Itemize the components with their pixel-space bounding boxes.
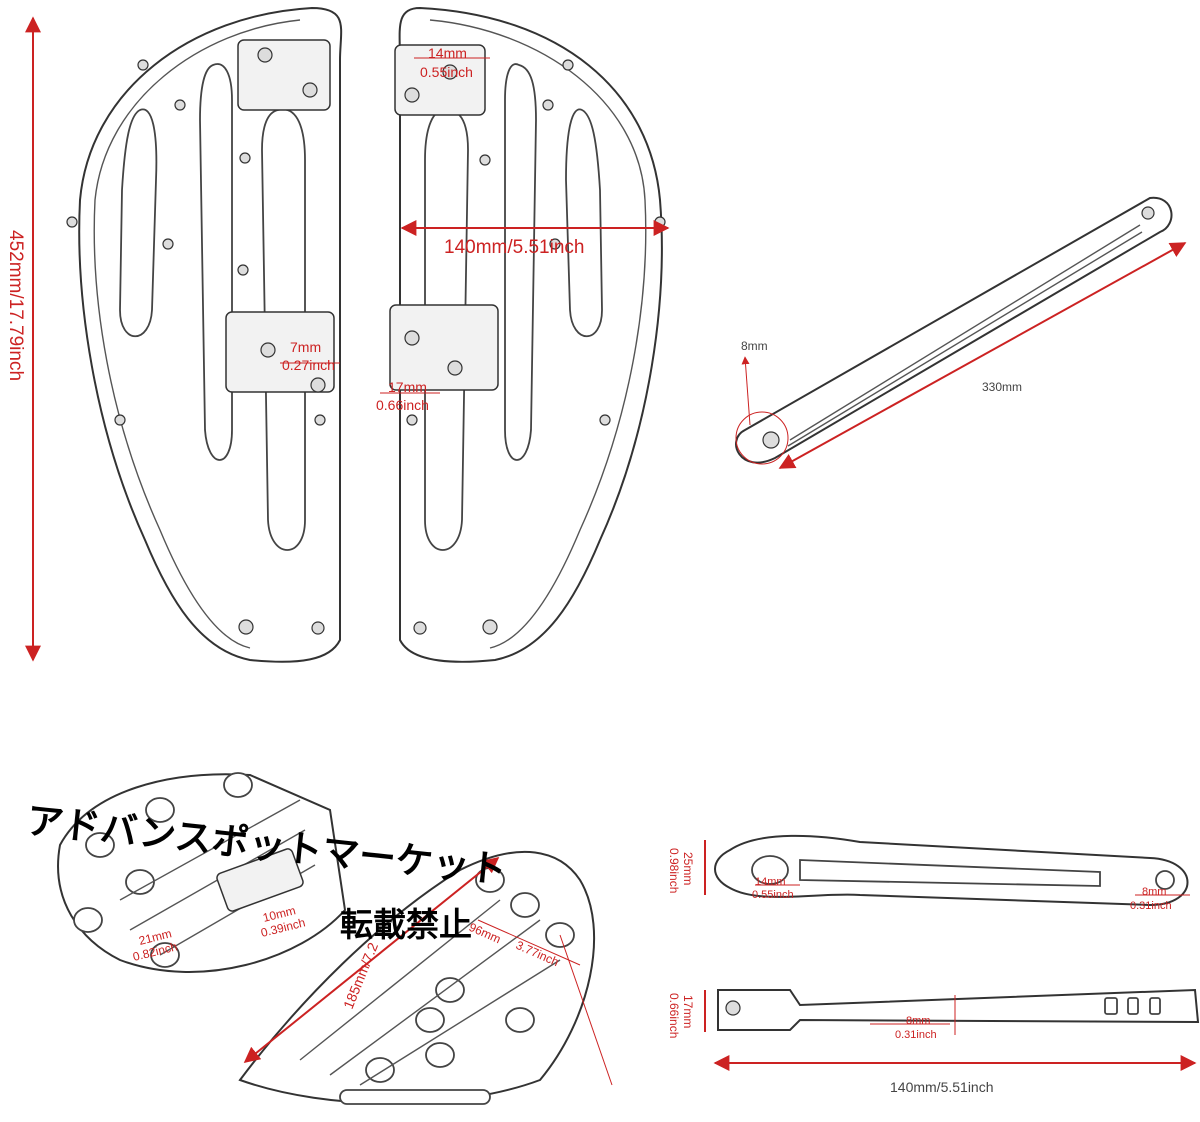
hinge-mid-right-inch: 0.66inch	[376, 397, 429, 413]
rod-hole-label: 8mm	[741, 339, 768, 353]
lever-height-bottom-inch: 0.66inch	[667, 993, 681, 1038]
width-label: 140mm/5.51inch	[444, 237, 584, 258]
lever-height-top-inch: 0.98inch	[667, 848, 681, 893]
lever-side-view	[717, 988, 1200, 1031]
lever-slot-inch: 0.31inch	[895, 1029, 937, 1041]
left-floorboard	[66, 6, 343, 663]
bottom-length-line	[243, 856, 500, 1064]
rod-length-line	[778, 242, 1187, 469]
hinge-top-mm: 14mm	[428, 45, 467, 61]
lever-height-bottom-mm: 17mm	[681, 995, 695, 1028]
lever-hole-left-inch: 0.55inch	[752, 889, 794, 901]
hinge-mid-left-inch: 0.27inch	[282, 357, 335, 373]
watermark-line2: 転載禁止	[340, 905, 472, 944]
hinge-mid-right-mm: 17mm	[388, 379, 427, 395]
lever-slot-mm: 8mm	[906, 1015, 930, 1027]
rod-length-label: 330mm	[982, 380, 1022, 394]
lever-top-view	[714, 834, 1189, 907]
hinge-mid-left-mm: 7mm	[290, 339, 321, 355]
lever-hole-left-mm: 14mm	[755, 876, 786, 888]
right-floorboard	[389, 6, 666, 663]
height-label: 452mm/17.79inch	[5, 230, 26, 381]
lever-length-label: 140mm/5.51inch	[890, 1079, 994, 1095]
hinge-top-inch: 0.55inch	[420, 64, 473, 80]
lever-hole-right-inch: 0.31inch	[1130, 900, 1172, 912]
lever-height-top-mm: 25mm	[681, 852, 695, 885]
shift-rod	[735, 196, 1173, 464]
lever-hole-right-mm: 8mm	[1142, 886, 1166, 898]
